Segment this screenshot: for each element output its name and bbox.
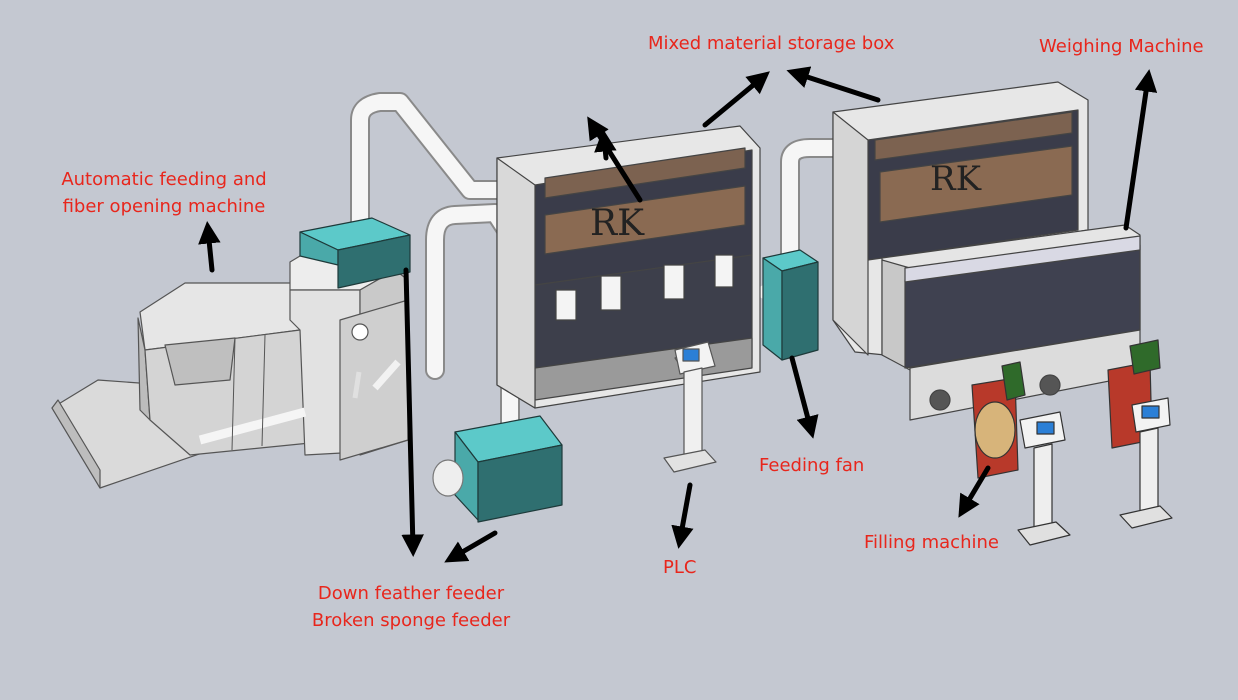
brand-mark-right: RK [930, 159, 982, 199]
arrow-storage-mid2 [594, 129, 617, 161]
feeding-fan-boxes [299, 217, 819, 523]
arrow-fan [789, 355, 819, 439]
arrow-filling [958, 465, 991, 518]
arrow-storage-left [702, 71, 770, 128]
label-down-feather-feeder: Down feather feeder [317, 583, 505, 604]
arrow-storage-right [786, 66, 881, 103]
arrow-plc [671, 482, 694, 549]
label-feeding-fan: Feeding fan [759, 455, 865, 476]
storage-box-right: RK [832, 81, 1089, 356]
arrow-weighing [1123, 69, 1158, 231]
filling-machine-1 [971, 361, 1071, 546]
filling-machine-2 [1107, 339, 1173, 529]
label-fiber-opening-line1: Automatic feeding and [61, 169, 267, 190]
brand-mark: RK [590, 203, 645, 244]
label-filling-machine: Filling machine [864, 532, 999, 553]
label-fiber-opening-machine: Automatic feeding and fiber opening mach… [54, 166, 274, 220]
fiber-opening-machine [51, 237, 409, 489]
arrow-opener [198, 221, 221, 273]
label-storage-box: Mixed material storage box [648, 33, 895, 54]
label-broken-sponge-feeder: Broken sponge feeder [311, 610, 511, 631]
label-feeders: Down feather feeder Broken sponge feeder [296, 580, 526, 634]
callout-arrows [198, 66, 1158, 563]
label-weighing-machine: Weighing Machine [1039, 36, 1204, 57]
label-plc: PLC [663, 557, 697, 578]
arrow-feeder-1 [401, 267, 424, 557]
weighing-machine [881, 224, 1141, 421]
label-fiber-opening-line2: fiber opening machine [62, 196, 266, 217]
arrow-feeder-2 [444, 530, 498, 563]
storage-box-left: RK [496, 125, 761, 409]
plc-stand [663, 341, 717, 473]
